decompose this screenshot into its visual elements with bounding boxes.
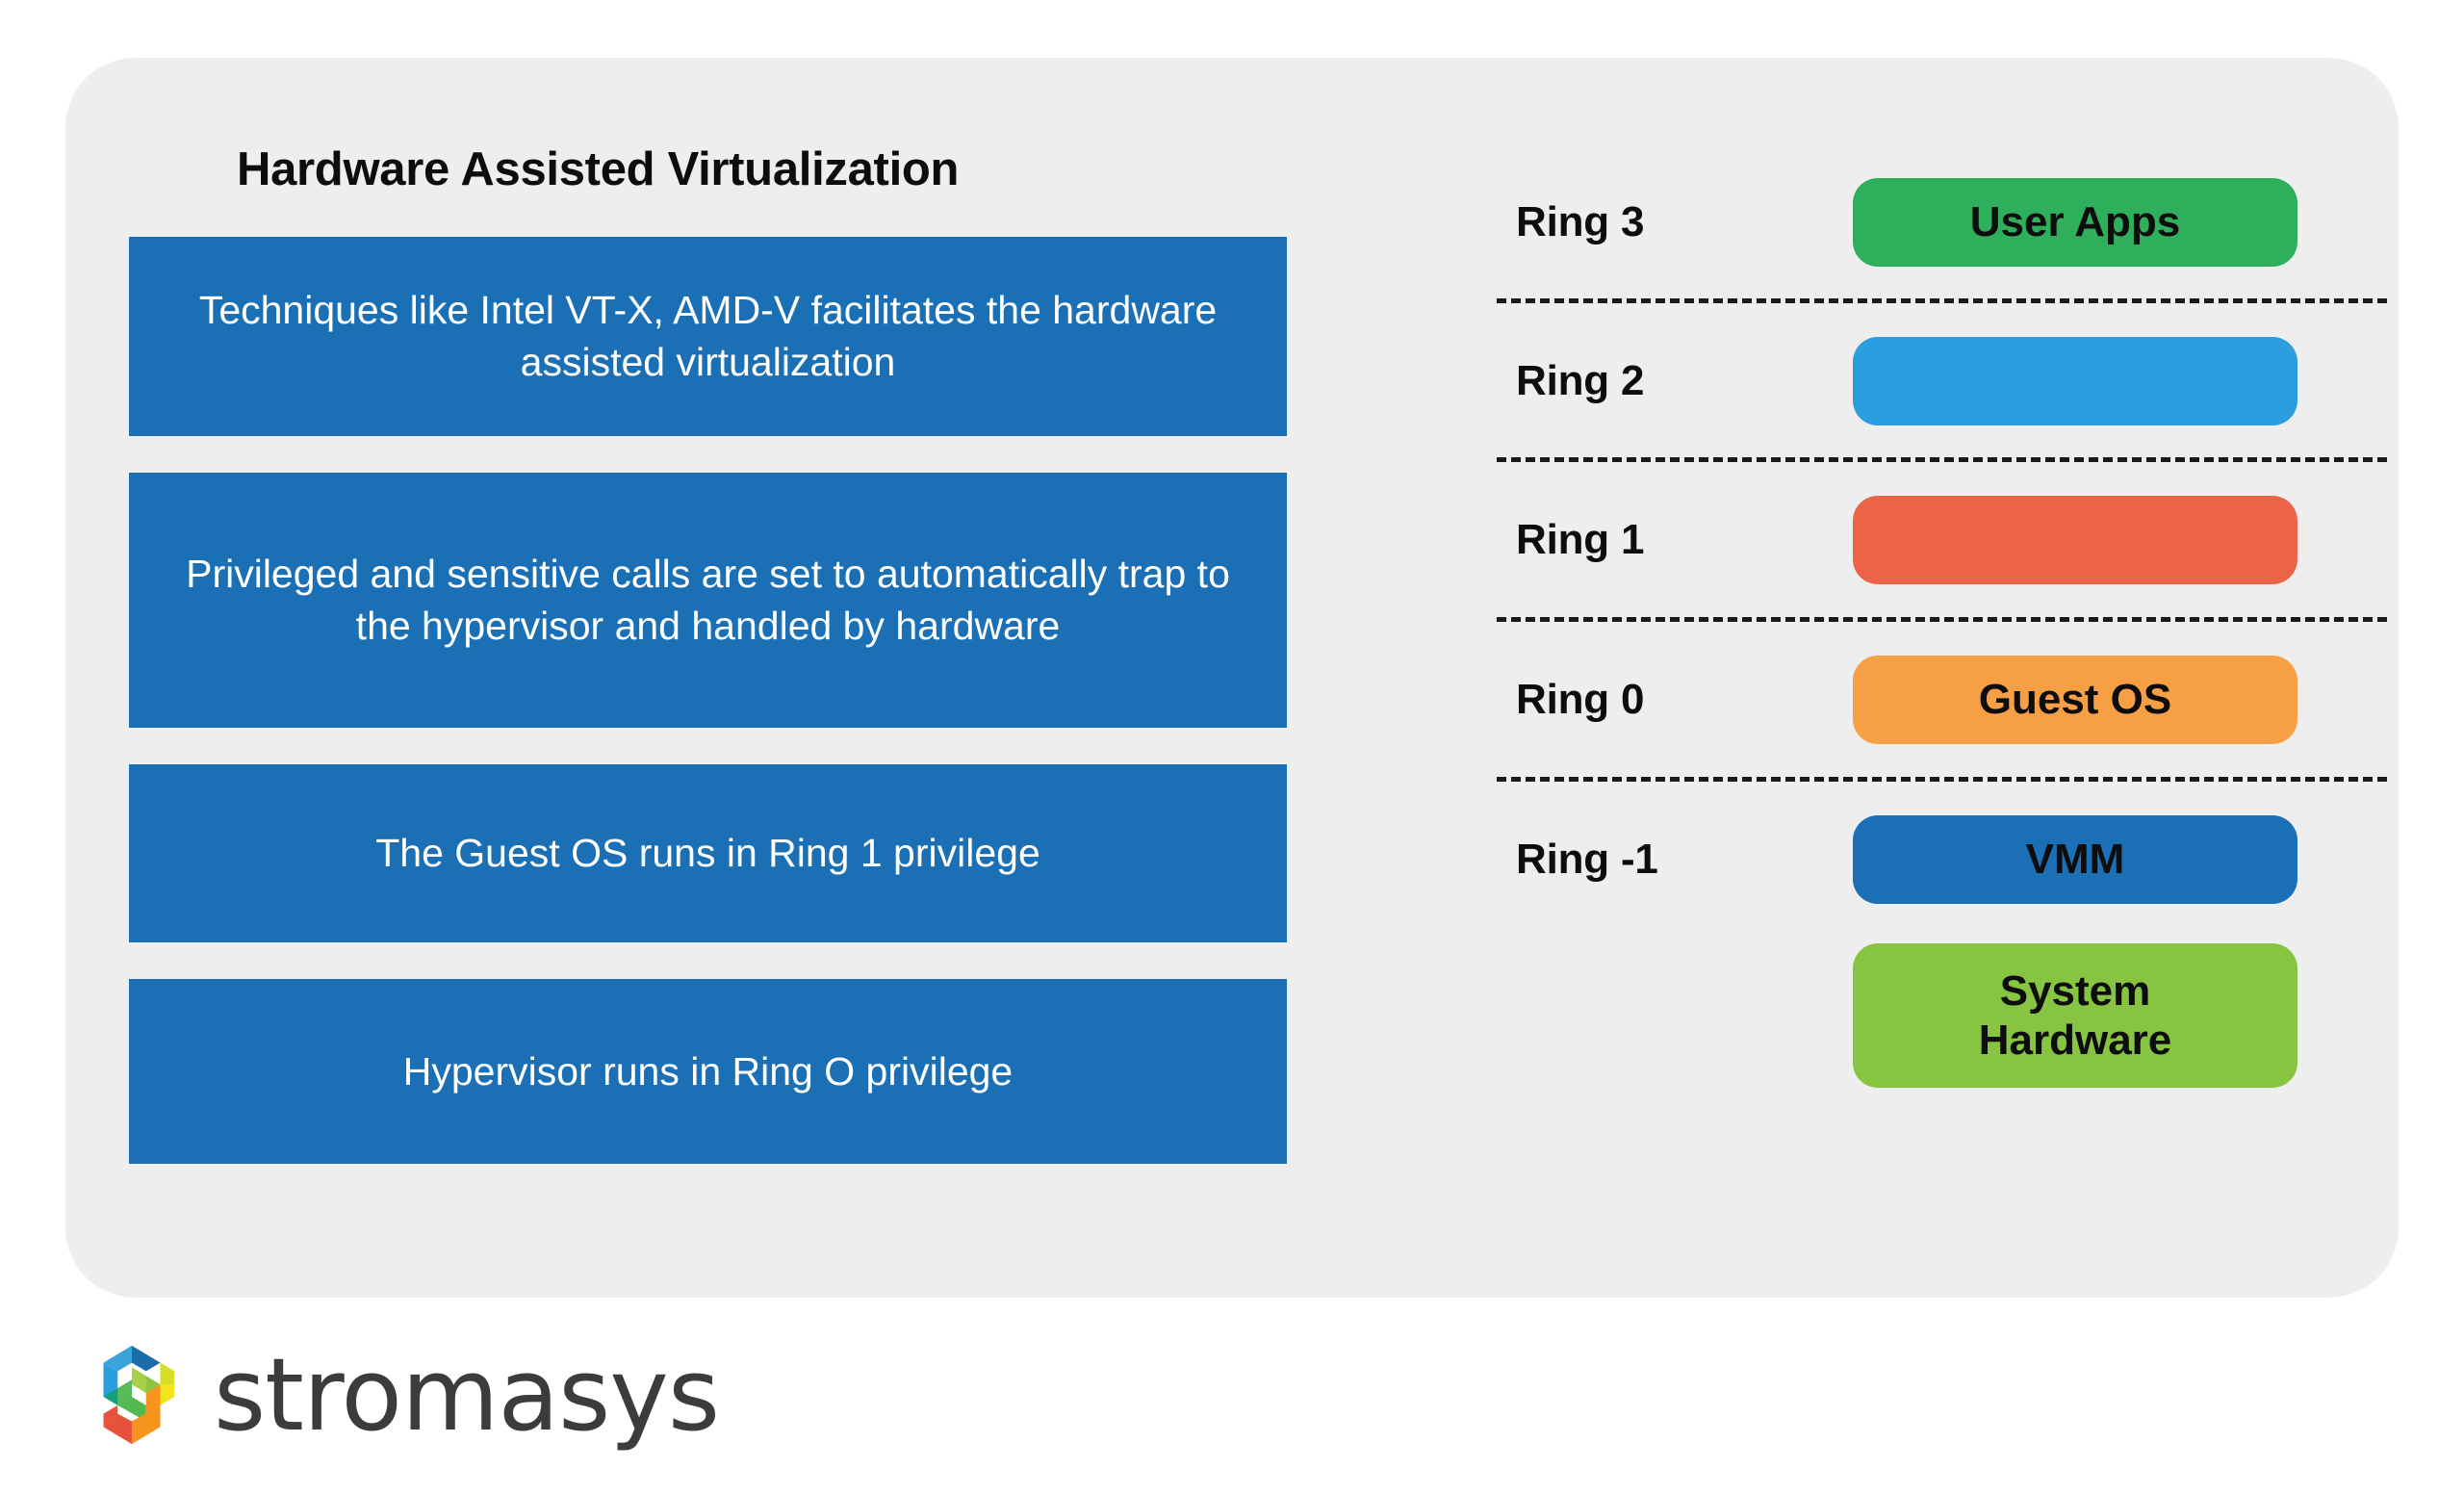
page-title: Hardware Assisted Virtualization [237,143,960,195]
system-hardware-line2: Hardware [1978,1017,2172,1064]
ring-row-1: Ring 1 [1468,496,2421,584]
info-box-4: Hypervisor runs in Ring O privilege [129,978,1287,1164]
system-hardware-line1: System [1999,966,2151,1015]
diagram-card: Hardware Assisted Virtualization Techniq… [65,58,2399,1298]
info-box-1-text: Techniques like Intel VT-X, AMD-V facili… [198,288,1218,385]
ring-pill-ring1 [1853,496,2297,584]
ring-label-3: Ring 3 [1516,198,1645,245]
info-box-1: Techniques like Intel VT-X, AMD-V facili… [129,236,1287,436]
ring-label-0: Ring 0 [1516,676,1645,723]
info-box-2-text: Privileged and sensitive calls are set t… [186,552,1230,649]
ring-pill-vmm-label: VMM [2025,836,2125,884]
ring-pill-user-apps-label: User Apps [1969,198,2181,246]
ring-pill-system-hardware: System Hardware [1853,943,2297,1088]
ring-diagram: Ring 3 User Apps Ring 2 Ring 1 Ring 0 [1468,178,2421,1247]
stromasys-logo-icon [103,1345,175,1445]
info-box-3-text: The Guest OS runs in Ring 1 privilege [375,831,1040,876]
left-panel: Hardware Assisted Virtualization Techniq… [129,143,1351,1200]
ring-divider-4 [1497,777,2387,782]
ring-pill-user-apps: User Apps [1853,178,2297,267]
ring-pill-guest-os-label: Guest OS [1978,676,2172,724]
ring-pill-guest-os: Guest OS [1853,656,2297,744]
ring-row-2: Ring 2 [1468,337,2421,425]
ring-divider-3 [1497,617,2387,622]
brand-wordmark: stromasys [214,1336,720,1454]
ring-label-2: Ring 2 [1516,357,1645,404]
ring-label-minus1: Ring -1 [1516,836,1658,883]
ring-pill-ring2 [1853,337,2297,425]
ring-pill-vmm: VMM [1853,815,2297,904]
brand-logo: stromasys [75,1336,720,1454]
ring-divider-1 [1497,298,2387,303]
ring-row-3: Ring 3 User Apps [1468,178,2421,267]
ring-row-0: Ring 0 Guest OS [1468,656,2421,744]
info-box-3: The Guest OS runs in Ring 1 privilege [129,763,1287,942]
hardware-row: System Hardware [1468,943,2421,1088]
info-box-4-text: Hypervisor runs in Ring O privilege [402,1048,1014,1094]
ring-divider-2 [1497,457,2387,462]
info-box-2: Privileged and sensitive calls are set t… [129,472,1287,728]
ring-row-minus1: Ring -1 VMM [1468,815,2421,904]
ring-label-1: Ring 1 [1516,516,1645,563]
